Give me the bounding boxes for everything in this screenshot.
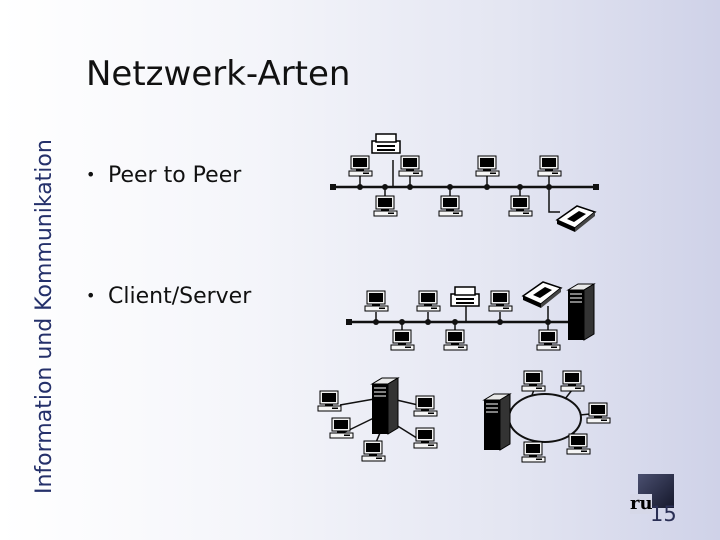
- computer-icon: [560, 370, 585, 392]
- bullet-label: Client/Server: [108, 284, 252, 309]
- bullet-label: Peer to Peer: [108, 163, 242, 188]
- bus-terminator: [593, 184, 599, 190]
- bullet-dot: •: [86, 165, 96, 184]
- slide-title: Netzwerk-Arten: [86, 54, 351, 94]
- computer-icon: [329, 417, 354, 439]
- printer-icon: [450, 286, 480, 307]
- computer-icon: [566, 433, 591, 455]
- bullet-dot: •: [86, 286, 96, 305]
- page-number: 15: [650, 502, 677, 526]
- client-server-bus-diagram: [346, 281, 595, 351]
- scanner-icon: [556, 205, 596, 233]
- computer-icon: [398, 155, 423, 177]
- client-server-star-diagram: [317, 377, 438, 462]
- computer-icon: [508, 195, 533, 217]
- computer-icon: [521, 441, 546, 463]
- computer-icon: [586, 402, 611, 424]
- bus-terminator: [330, 184, 336, 190]
- computer-icon: [317, 390, 342, 412]
- computer-icon: [348, 155, 373, 177]
- bullet-peer-to-peer: • Peer to Peer: [86, 163, 241, 188]
- server-icon: [567, 283, 595, 341]
- scanner-icon: [522, 281, 562, 309]
- computer-icon: [488, 290, 513, 312]
- university-logo: ru: [630, 474, 674, 518]
- computer-icon: [416, 290, 441, 312]
- logo-mark: ru: [630, 493, 653, 514]
- computer-icon: [413, 395, 438, 417]
- computer-icon: [537, 155, 562, 177]
- computer-icon: [536, 329, 561, 351]
- bullet-client-server: • Client/Server: [86, 284, 251, 309]
- computer-icon: [373, 195, 398, 217]
- computer-icon: [475, 155, 500, 177]
- computer-icon: [361, 440, 386, 462]
- computer-icon: [413, 427, 438, 449]
- client-server-ring-diagram: [483, 370, 611, 463]
- computer-icon: [390, 329, 415, 351]
- peer-to-peer-diagram: [330, 133, 599, 233]
- server-icon: [371, 377, 399, 435]
- computer-icon: [364, 290, 389, 312]
- computer-icon: [443, 329, 468, 351]
- computer-icon: [521, 370, 546, 392]
- bus-terminator: [346, 319, 352, 325]
- computer-icon: [438, 195, 463, 217]
- printer-icon: [371, 133, 401, 154]
- server-icon: [483, 393, 511, 451]
